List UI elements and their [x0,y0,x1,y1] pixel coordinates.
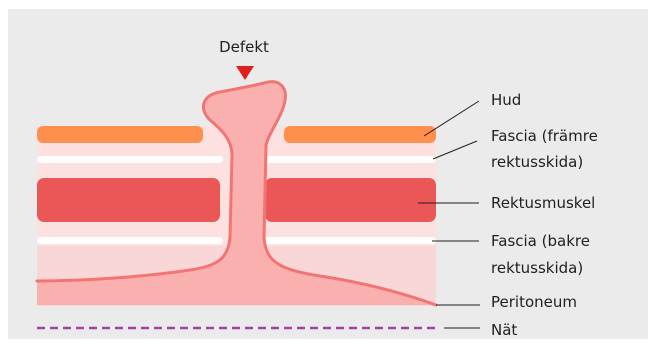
label-peritoneum: Peritoneum [491,293,577,311]
label-fascia-front-line2: rektusskida) [491,153,583,171]
skin-layer-left [37,126,203,143]
anterior-fascia-left [37,156,223,163]
label-fascia-back-line2: rektusskida) [491,259,583,277]
label-fascia-front-line1: Fascia (främre [491,127,598,145]
rectus-muscle-right [265,178,436,222]
anterior-fascia-right [265,156,436,163]
label-fascia-back-line1: Fascia (bakre [491,232,590,250]
skin-layer-right [284,126,436,143]
rectus-muscle-left [37,178,220,222]
label-hud: Hud [491,91,521,109]
label-mesh: Nät [491,321,517,339]
defect-label: Defekt [219,38,269,56]
posterior-fascia-left [37,237,223,244]
posterior-fascia-right [265,237,436,244]
label-muscle: Rektusmuskel [491,194,595,212]
